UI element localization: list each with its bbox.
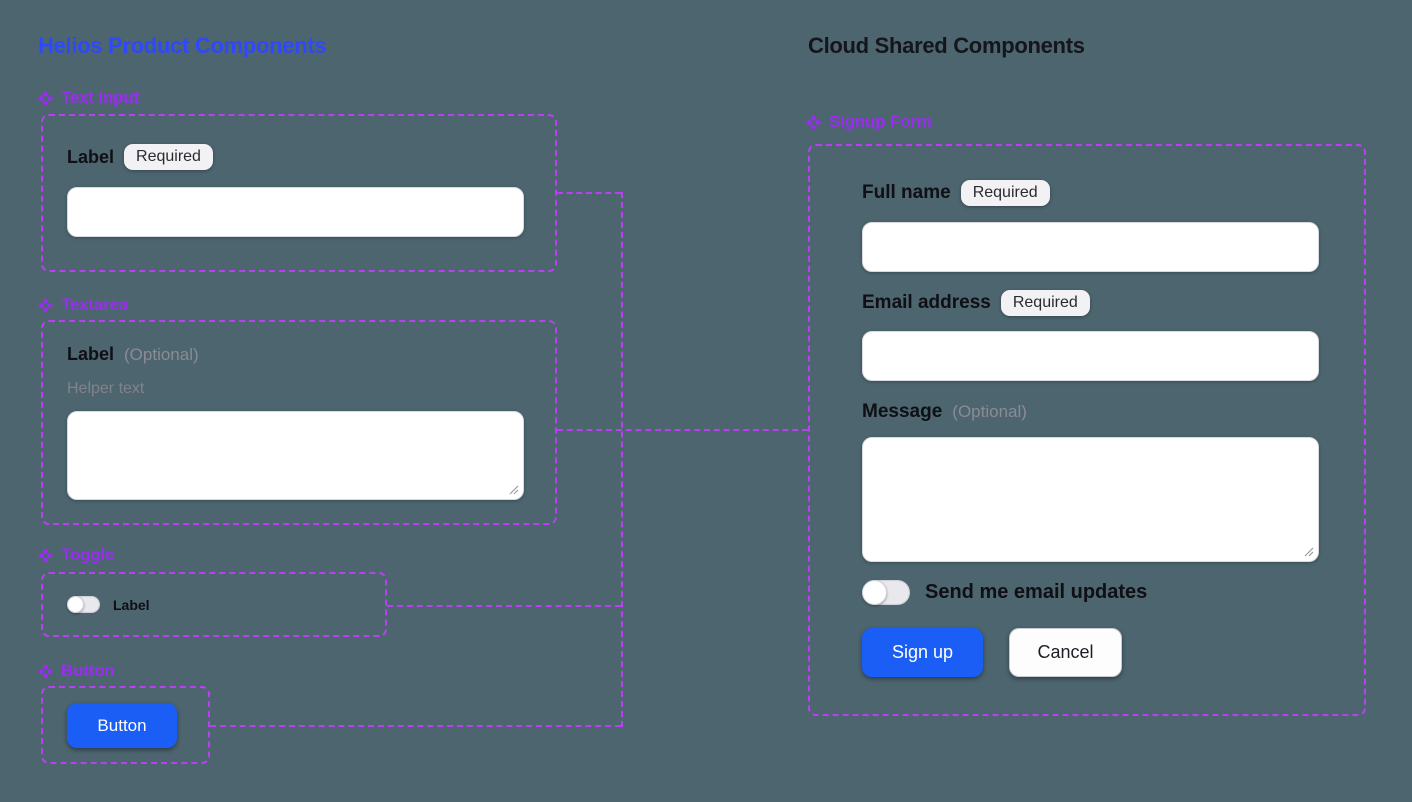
textarea-field[interactable] xyxy=(67,411,524,500)
toggle-knob xyxy=(67,596,84,613)
optional-text: (Optional) xyxy=(124,344,199,364)
sample-button[interactable]: Button xyxy=(67,703,177,748)
component-header-label: Text Input xyxy=(61,88,139,107)
component-header-textarea: Textarea xyxy=(38,295,128,315)
email-updates-toggle-row: Send me email updates xyxy=(862,580,1147,605)
component-header-signup-form: Signup Form xyxy=(806,112,932,132)
component-header-button: Button xyxy=(38,661,115,681)
message-label: Message xyxy=(862,401,943,422)
email-label: Email address xyxy=(862,292,991,313)
full-name-label: Full name xyxy=(862,182,951,203)
full-name-label-row: Full name Required xyxy=(862,180,1050,206)
email-input[interactable] xyxy=(862,331,1319,381)
toggle-knob xyxy=(862,580,887,605)
email-updates-label: Send me email updates xyxy=(925,581,1148,603)
toggle-component-frame xyxy=(41,572,387,637)
text-input-field[interactable] xyxy=(67,187,524,237)
text-input-label: Label xyxy=(67,146,115,167)
textarea-label: Label xyxy=(67,344,115,364)
cancel-button[interactable]: Cancel xyxy=(1009,628,1122,677)
component-diamond-icon xyxy=(38,90,53,106)
connector-trunk xyxy=(621,192,623,727)
left-panel-title: Helios Product Components xyxy=(38,33,327,58)
toggle-switch[interactable] xyxy=(67,596,100,613)
text-input-component-frame xyxy=(41,114,557,272)
email-updates-toggle-switch[interactable] xyxy=(862,580,910,605)
signup-form-component-frame xyxy=(808,144,1366,716)
full-name-input[interactable] xyxy=(862,222,1319,272)
required-badge: Required xyxy=(124,144,213,170)
right-panel-title: Cloud Shared Components xyxy=(808,33,1085,58)
textarea-component-frame xyxy=(41,320,557,525)
required-badge: Required xyxy=(1000,290,1090,316)
optional-text: (Optional) xyxy=(952,402,1027,421)
connector-toggle xyxy=(387,605,621,607)
connector-button xyxy=(210,725,621,727)
sign-up-button[interactable]: Sign up xyxy=(862,628,983,677)
component-header-text-input: Text Input xyxy=(38,88,139,108)
component-diamond-icon xyxy=(38,663,53,679)
textarea-label-row: Label (Optional) xyxy=(67,344,199,365)
component-header-label: Toggle xyxy=(61,545,115,564)
required-badge: Required xyxy=(960,180,1050,206)
message-textarea[interactable] xyxy=(862,437,1319,562)
component-header-label: Signup Form xyxy=(829,112,932,131)
button-component-frame xyxy=(41,686,210,764)
text-input-label-row: Label Required xyxy=(67,144,213,170)
email-label-row: Email address Required xyxy=(862,290,1090,316)
connector-text-input xyxy=(557,192,621,194)
textarea-helper-text: Helper text xyxy=(67,380,145,397)
component-diamond-icon xyxy=(806,114,821,130)
component-header-label: Textarea xyxy=(61,295,129,314)
component-header-toggle: Toggle xyxy=(38,545,114,565)
toggle-label: Label xyxy=(113,596,150,613)
component-header-label: Button xyxy=(61,661,115,680)
component-diamond-icon xyxy=(38,547,53,563)
connector-textarea-to-form xyxy=(557,429,808,431)
toggle-row: Label xyxy=(67,596,150,613)
component-diamond-icon xyxy=(38,297,53,313)
message-label-row: Message (Optional) xyxy=(862,401,1027,423)
